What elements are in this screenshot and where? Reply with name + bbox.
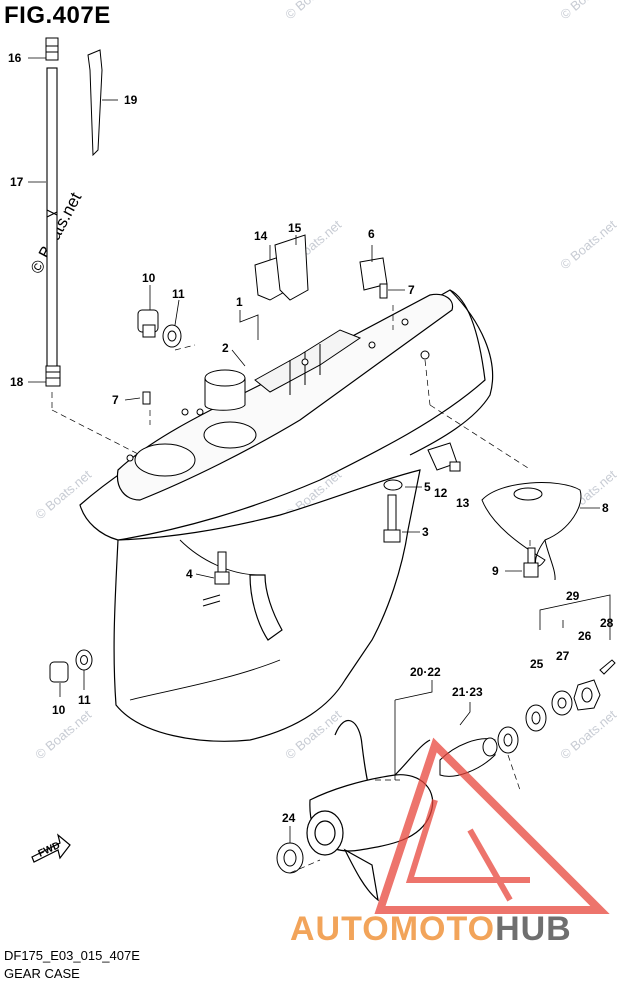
part-11-washer-lower[interactable]: [75, 649, 93, 671]
callout-14: 14: [254, 229, 268, 243]
callout-10-lower: 10: [52, 703, 66, 717]
callout-26: 26: [578, 629, 592, 643]
part-20-22-spacer[interactable]: [497, 726, 519, 754]
fwd-arrow-icon: FWD: [31, 833, 71, 863]
callout-10-upper: 10: [142, 271, 156, 285]
callout-7-right: 7: [408, 283, 415, 297]
part-11-washer-upper[interactable]: [162, 324, 182, 348]
callout-20-22: 20·22: [410, 665, 441, 679]
part-18-fitting[interactable]: [45, 365, 61, 387]
callout-28: 28: [600, 616, 614, 630]
leader-lines: [28, 57, 611, 843]
brand-wordmark: AUTOMOTOHUB: [290, 910, 572, 949]
driveshaft-17[interactable]: [46, 67, 58, 369]
callout-1: 1: [236, 295, 243, 309]
part-9-bolt[interactable]: [523, 547, 539, 578]
part-25-washer[interactable]: [525, 704, 547, 732]
callout-12: 12: [434, 486, 448, 500]
callout-27: 27: [556, 649, 570, 663]
callout-18: 18: [10, 375, 24, 389]
callout-16: 16: [8, 51, 22, 65]
part-16-grommet[interactable]: [45, 37, 59, 61]
part-24-spacer[interactable]: [276, 842, 304, 874]
part-3-bolt[interactable]: [383, 494, 401, 543]
callout-29: 29: [566, 589, 580, 603]
brand-logo-icon: [374, 737, 610, 914]
part-10-plug-lower[interactable]: [49, 661, 69, 683]
watermark-text: © Boats.net: [557, 707, 618, 763]
part-5-washer[interactable]: [383, 479, 403, 491]
figure-code: DF175_E03_015_407E: [4, 948, 140, 963]
callout-25: 25: [530, 657, 544, 671]
callout-6: 6: [368, 227, 375, 241]
callout-11-upper: 11: [172, 287, 185, 301]
part-13-bolt[interactable]: [449, 461, 461, 472]
housing-deck-detail: [126, 318, 430, 477]
part-10-plug-upper[interactable]: [137, 309, 159, 338]
callout-3: 3: [422, 525, 429, 539]
brand-part1: AUTOMOTO: [290, 910, 496, 948]
part-19-strap[interactable]: [87, 49, 103, 157]
watermark-text: © Boats.net: [557, 0, 618, 22]
figure-title: FIG.407E: [4, 2, 111, 29]
part-14-15-clips[interactable]: [254, 234, 309, 301]
watermark-text: © Boats.net: [282, 0, 344, 22]
callout-15: 15: [288, 221, 302, 235]
figure-name: GEAR CASE: [4, 966, 80, 981]
part-7-pin-left[interactable]: [142, 391, 151, 405]
dashed-alignment-lines: [51, 305, 531, 874]
callout-4: 4: [186, 567, 193, 581]
callout-11-lower: 11: [78, 693, 91, 707]
part-8-trim-tab[interactable]: [481, 482, 582, 581]
part-26-nut[interactable]: [573, 679, 601, 711]
callout-labels: 16 19 17 18 14 15 6 7 10 11 1 2 7 5 12 1…: [8, 51, 614, 825]
callout-13: 13: [456, 496, 470, 510]
callout-5: 5: [424, 480, 431, 494]
callout-2: 2: [222, 341, 229, 355]
fwd-label: FWD: [37, 840, 62, 860]
callout-17: 17: [10, 175, 24, 189]
part-6-block[interactable]: [359, 257, 388, 299]
callout-24: 24: [282, 811, 296, 825]
callout-9: 9: [492, 564, 499, 578]
callout-7-left: 7: [112, 393, 119, 407]
part-28-cotter-pin[interactable]: [599, 659, 616, 675]
callout-21-23: 21·23: [452, 685, 483, 699]
watermark-text: © Boats.net: [557, 217, 618, 273]
callout-8: 8: [602, 501, 609, 515]
part-4-bolt[interactable]: [214, 551, 230, 585]
callout-19: 19: [124, 93, 138, 107]
part-27-washer[interactable]: [551, 690, 573, 716]
brand-part2: HUB: [495, 910, 572, 948]
